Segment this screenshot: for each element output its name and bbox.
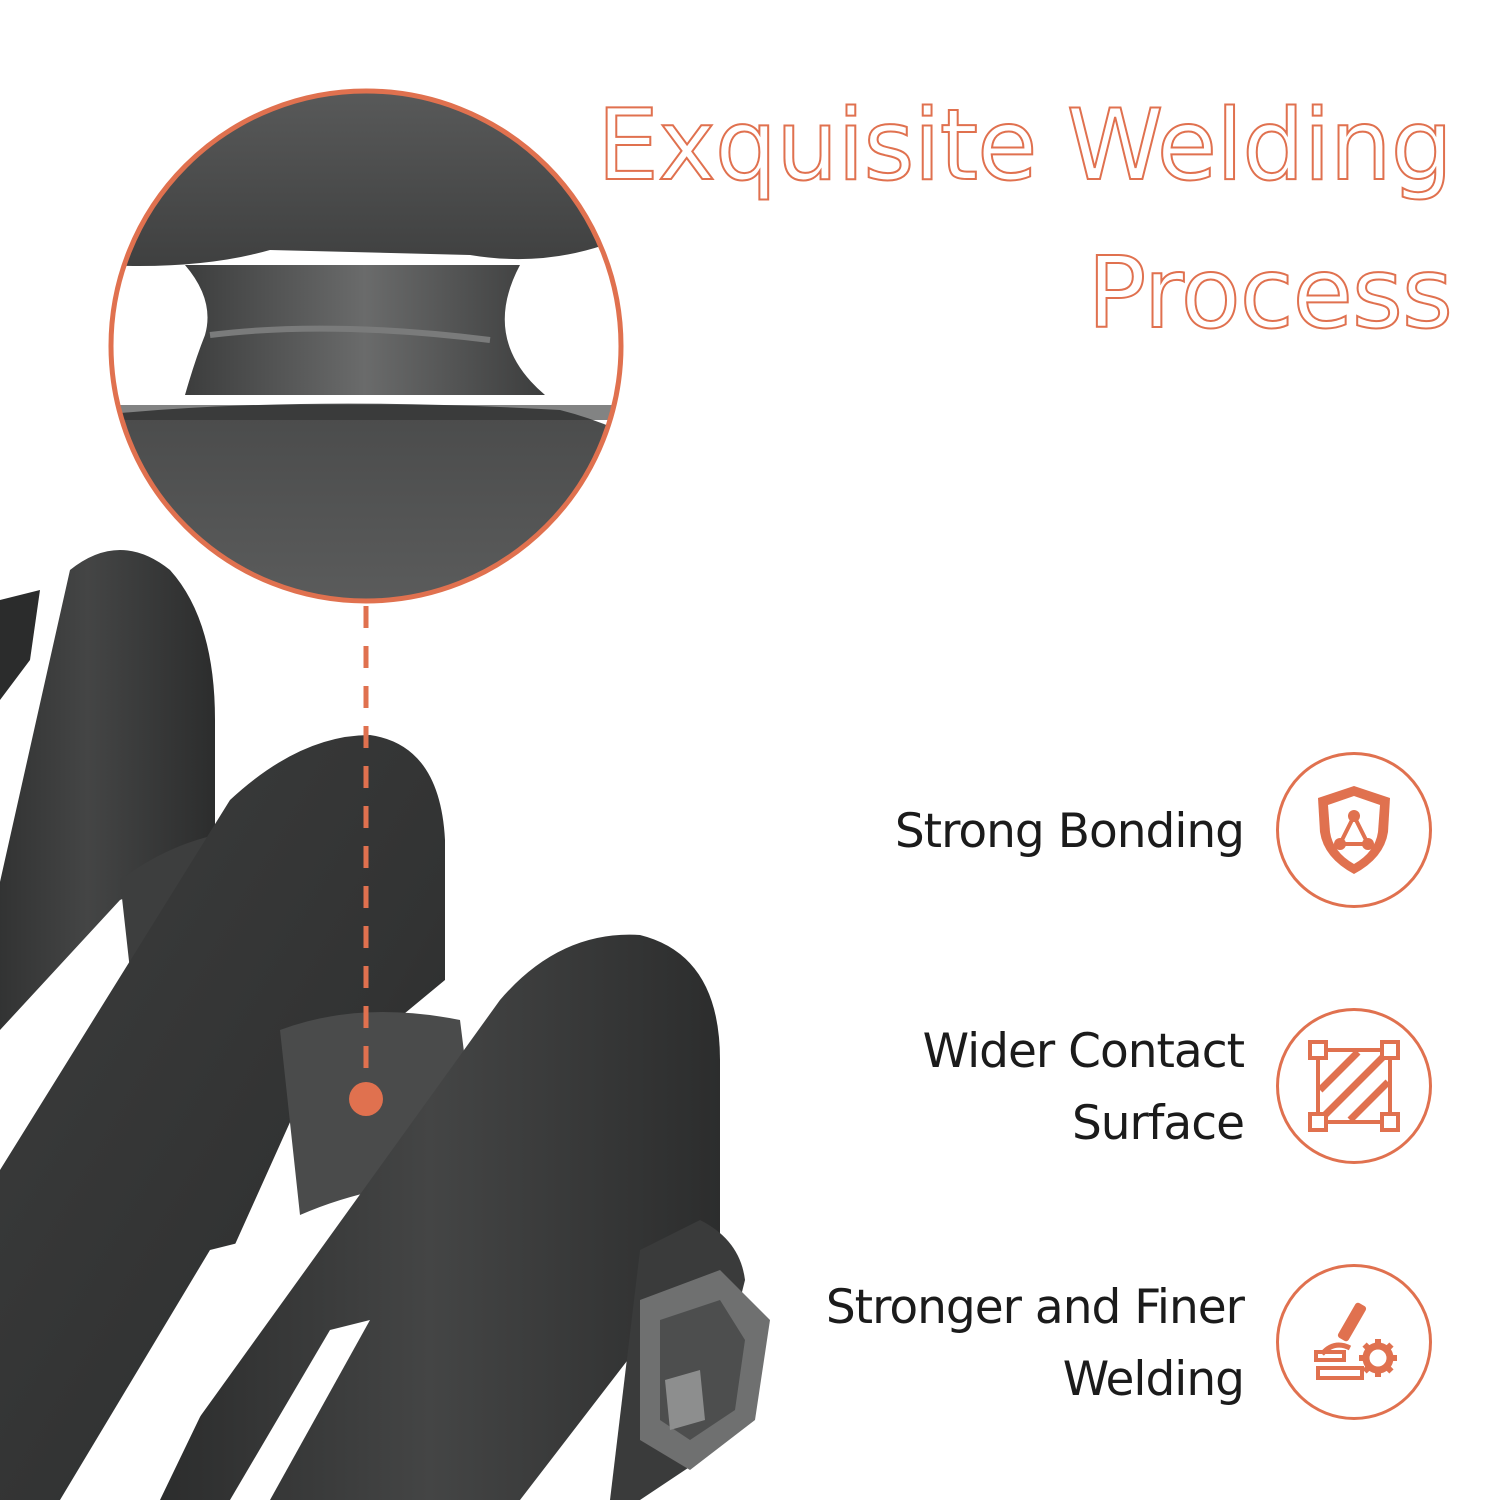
weld-point-marker <box>349 1082 383 1116</box>
feature-strong-bonding: Strong Bonding <box>532 752 1432 912</box>
feature-label: Strong Bonding <box>784 796 1245 868</box>
feature-label-line: Stronger and Finer <box>825 1280 1245 1335</box>
title-line-1: Exquisite Welding <box>596 88 1454 204</box>
feature-label-line: Wider Contact <box>922 1024 1245 1079</box>
feature-badge <box>1276 752 1432 908</box>
feature-wider-contact-surface: Wider Contact Surface <box>532 1008 1432 1168</box>
title-line-2: Process <box>1086 236 1454 352</box>
microscope-gear-icon <box>1314 1302 1397 1380</box>
page-title: Exquisite Welding Process <box>552 72 1454 368</box>
feature-label-line: Surface <box>1071 1096 1245 1151</box>
feature-stronger-finer-welding: Stronger and Finer Welding <box>532 1264 1432 1424</box>
zoom-circle-border <box>108 88 624 604</box>
shield-network-icon <box>1318 786 1390 874</box>
feature-label: Wider Contact Surface <box>784 1016 1245 1160</box>
feature-label-line: Strong Bonding <box>894 804 1245 859</box>
feature-badge <box>1276 1264 1432 1420</box>
feature-label: Stronger and Finer Welding <box>784 1272 1245 1416</box>
radiator-tube-front <box>60 934 720 1500</box>
feature-badge <box>1276 1008 1432 1164</box>
radiator-tube-middle <box>0 735 445 1500</box>
hatched-square-icon <box>1308 1040 1400 1132</box>
feature-label-line: Welding <box>1062 1352 1245 1407</box>
radiator-tube-back <box>0 550 215 1030</box>
valve-nut <box>610 1220 770 1500</box>
